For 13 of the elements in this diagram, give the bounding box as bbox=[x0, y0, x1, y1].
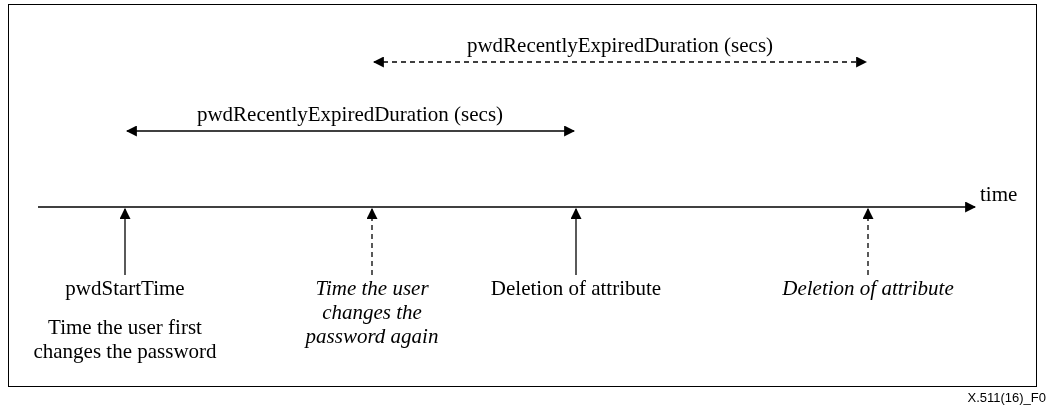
event-label: Time the user changes the password again bbox=[303, 276, 440, 348]
figure-caption: X.511(16)_F0 bbox=[967, 390, 1046, 405]
arrow bbox=[366, 207, 378, 276]
event-label: Deletion of attribute bbox=[489, 276, 663, 300]
duration-label: pwdRecentlyExpiredDuration (secs) bbox=[466, 33, 774, 57]
arrow bbox=[570, 207, 582, 276]
duration-label: pwdRecentlyExpiredDuration (secs) bbox=[196, 102, 504, 126]
event-description: Time the user first changes the password bbox=[32, 315, 218, 363]
axis-label: time bbox=[980, 182, 1018, 206]
event-label: Deletion of attribute bbox=[781, 276, 955, 300]
arrow bbox=[862, 207, 874, 276]
arrow bbox=[119, 207, 131, 276]
event-label: pwdStartTime bbox=[64, 276, 186, 300]
